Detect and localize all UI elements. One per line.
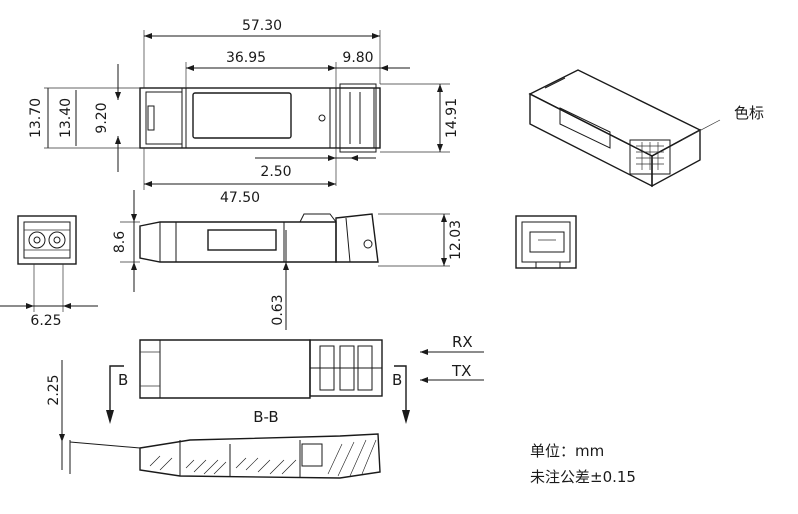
dim-height-right: 14.91	[444, 98, 460, 138]
tolerance-note: 未注公差±0.15	[530, 468, 636, 486]
isometric-view: 色标	[528, 69, 764, 188]
dim-height-inner: 9.20	[94, 102, 110, 133]
notes: 单位：mm 未注公差±0.15	[530, 442, 636, 486]
dim-bottom-offset: 0.63	[270, 294, 286, 325]
unit-note: 单位：mm	[530, 442, 604, 460]
side-view: 8.6 12.03 0.63	[112, 190, 464, 330]
top-view: 57.30 36.95 9.80 13.70 13.40 9.20 14.91	[28, 18, 460, 206]
color-mark-label: 色标	[734, 104, 764, 122]
dim-overall-length: 57.30	[242, 18, 282, 34]
dim-side-height: 8.6	[112, 231, 128, 253]
tx-label: TX	[451, 362, 471, 380]
section-view: 2.25	[46, 360, 381, 479]
dim-length-to-latch: 47.50	[220, 190, 260, 206]
section-title: B-B	[253, 408, 278, 426]
dim-height-outer: 13.70	[28, 98, 44, 138]
dim-body-length: 36.95	[226, 50, 266, 66]
dim-offset-small: 2.50	[260, 164, 291, 180]
section-marker-left: B	[118, 371, 128, 389]
dim-section-offset: 2.25	[46, 374, 62, 405]
rear-view	[515, 215, 577, 269]
dim-height-mid: 13.40	[58, 98, 74, 138]
dim-latch-length: 9.80	[342, 50, 373, 66]
bottom-view: RX TX B B B-B	[106, 333, 484, 426]
dim-front-width: 6.25	[30, 313, 61, 329]
section-marker-right: B	[392, 371, 402, 389]
front-view: 6.25	[0, 215, 98, 329]
rx-label: RX	[452, 333, 473, 351]
dim-latch-height: 12.03	[448, 220, 464, 260]
